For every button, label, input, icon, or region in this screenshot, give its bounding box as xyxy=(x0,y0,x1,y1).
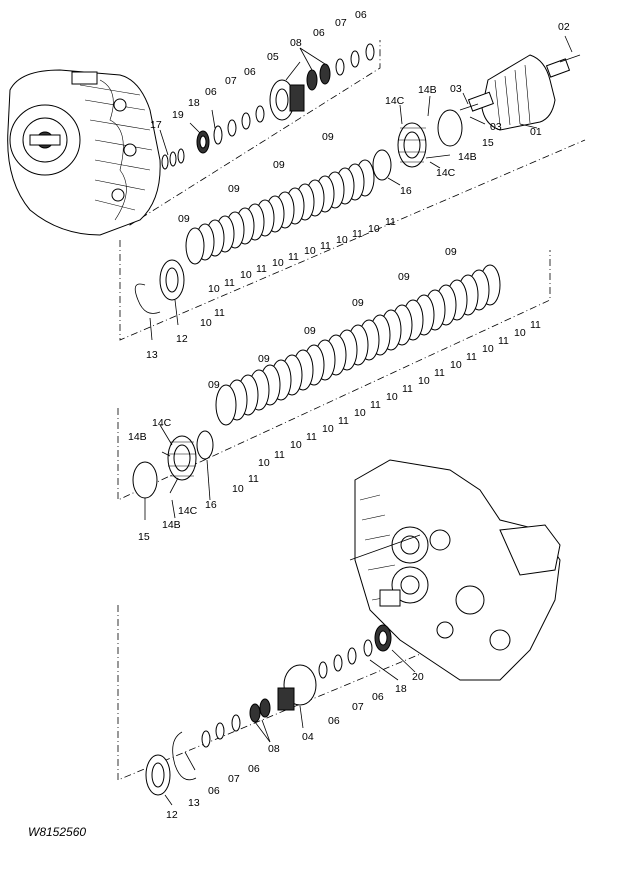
part-labels: 02 01 03 03 15 14B 14C 14B 14C 16 06 07 … xyxy=(128,9,570,821)
label-11: 11 xyxy=(288,251,299,263)
label-11: 11 xyxy=(370,399,381,411)
label-11: 11 xyxy=(385,216,396,228)
label-10: 10 xyxy=(200,317,212,329)
label-11: 11 xyxy=(214,307,225,319)
label-03: 03 xyxy=(490,121,502,133)
label-09: 09 xyxy=(273,159,285,171)
label-07: 07 xyxy=(352,701,364,713)
clutch-pack-row-1 xyxy=(134,159,375,314)
label-06: 06 xyxy=(313,27,325,39)
label-16: 16 xyxy=(400,185,412,197)
label-05: 05 xyxy=(267,51,279,63)
label-14C: 14C xyxy=(385,95,405,107)
label-14B: 14B xyxy=(458,151,477,163)
label-09: 09 xyxy=(398,271,410,283)
label-10: 10 xyxy=(272,257,284,269)
label-11: 11 xyxy=(352,228,363,240)
label-10: 10 xyxy=(386,391,398,403)
label-06: 06 xyxy=(328,715,340,727)
label-11: 11 xyxy=(224,277,235,289)
bottom-row-parts xyxy=(145,624,392,796)
top-row-parts xyxy=(161,43,375,170)
label-09: 09 xyxy=(445,246,457,258)
label-07: 07 xyxy=(228,773,240,785)
transmission-case-illustration xyxy=(349,459,561,681)
label-10: 10 xyxy=(514,327,526,339)
label-14B: 14B xyxy=(418,84,437,96)
label-06: 06 xyxy=(248,763,260,775)
label-09: 09 xyxy=(352,297,364,309)
clutch-pack-row-2 xyxy=(132,264,501,499)
label-14C: 14C xyxy=(436,167,456,179)
label-19: 19 xyxy=(172,109,184,121)
label-09: 09 xyxy=(304,325,316,337)
label-02: 02 xyxy=(558,21,570,33)
label-11: 11 xyxy=(256,263,267,275)
label-06: 06 xyxy=(205,86,217,98)
label-14C: 14C xyxy=(178,505,198,517)
label-06: 06 xyxy=(244,66,256,78)
label-06: 06 xyxy=(208,785,220,797)
label-10: 10 xyxy=(232,483,244,495)
shaft-assembly-01 xyxy=(372,54,581,181)
label-11: 11 xyxy=(498,335,509,347)
label-10: 10 xyxy=(418,375,430,387)
label-10: 10 xyxy=(322,423,334,435)
label-15: 15 xyxy=(138,531,150,543)
label-10: 10 xyxy=(354,407,366,419)
label-12: 12 xyxy=(176,333,188,345)
label-10: 10 xyxy=(336,234,348,246)
label-12: 12 xyxy=(166,809,178,821)
label-07: 07 xyxy=(335,17,347,29)
label-10: 10 xyxy=(368,223,380,235)
label-13: 13 xyxy=(146,349,158,361)
section-frames xyxy=(117,40,586,781)
label-20: 20 xyxy=(412,671,424,683)
label-13: 13 xyxy=(188,797,200,809)
leader-lines xyxy=(144,35,573,806)
label-11: 11 xyxy=(434,367,445,379)
label-07: 07 xyxy=(225,75,237,87)
label-10: 10 xyxy=(290,439,302,451)
label-06: 06 xyxy=(355,9,367,21)
label-14C: 14C xyxy=(152,417,172,429)
transmission-housing-illustration xyxy=(7,69,161,236)
label-14B: 14B xyxy=(162,519,181,531)
label-09: 09 xyxy=(208,379,220,391)
label-17: 17 xyxy=(150,119,162,131)
label-08: 08 xyxy=(268,743,280,755)
label-11: 11 xyxy=(274,449,285,461)
label-09: 09 xyxy=(322,131,334,143)
label-10: 10 xyxy=(258,457,270,469)
label-10: 10 xyxy=(450,359,462,371)
label-09: 09 xyxy=(178,213,190,225)
label-01: 01 xyxy=(530,126,542,138)
label-10: 10 xyxy=(240,269,252,281)
label-04: 04 xyxy=(302,731,314,743)
label-16: 16 xyxy=(205,499,217,511)
label-10: 10 xyxy=(482,343,494,355)
drawing-number: W8152560 xyxy=(28,825,86,839)
label-09: 09 xyxy=(228,183,240,195)
label-06: 06 xyxy=(372,691,384,703)
label-18: 18 xyxy=(395,683,407,695)
label-11: 11 xyxy=(320,240,331,252)
label-18: 18 xyxy=(188,97,200,109)
label-10: 10 xyxy=(208,283,220,295)
label-15: 15 xyxy=(482,137,494,149)
label-09: 09 xyxy=(258,353,270,365)
label-10: 10 xyxy=(304,245,316,257)
label-11: 11 xyxy=(306,431,317,443)
label-11: 11 xyxy=(338,415,349,427)
label-11: 11 xyxy=(402,383,413,395)
label-11: 11 xyxy=(248,473,259,485)
label-11: 11 xyxy=(466,351,477,363)
label-03: 03 xyxy=(450,83,462,95)
label-08: 08 xyxy=(290,37,302,49)
label-14B: 14B xyxy=(128,431,147,443)
label-11: 11 xyxy=(530,319,541,331)
